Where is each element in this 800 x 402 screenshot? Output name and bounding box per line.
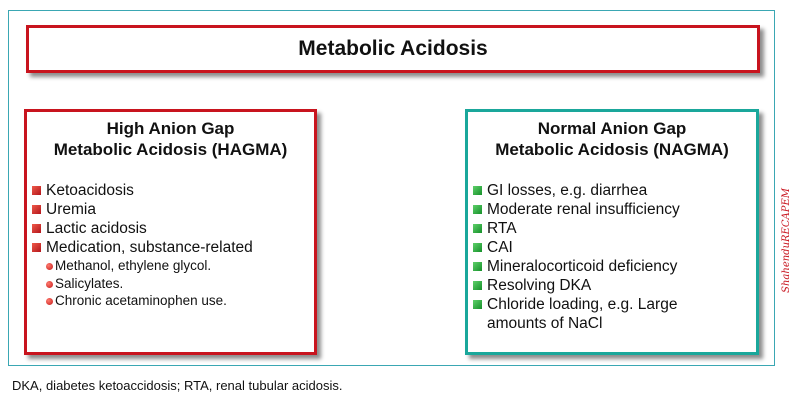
- list-item: Ketoacidosis: [32, 181, 253, 200]
- green-square-bullet-icon: [473, 281, 482, 290]
- red-dot-bullet-icon: [46, 263, 53, 270]
- hagma-sub-list: Methanol, ethylene glycol. Salicylates. …: [32, 257, 253, 310]
- nagma-list: GI losses, e.g. diarrhea Moderate renal …: [473, 181, 680, 333]
- list-item: Medication, substance-related: [32, 238, 253, 257]
- list-item-continuation: amounts of NaCl: [487, 315, 603, 332]
- list-item: Uremia: [32, 200, 253, 219]
- nagma-heading: Normal Anion Gap Metabolic Acidosis (NAG…: [468, 118, 756, 160]
- red-square-bullet-icon: [32, 243, 41, 252]
- list-item: Resolving DKA: [473, 276, 680, 295]
- nagma-heading-line2: Metabolic Acidosis (NAGMA): [495, 140, 729, 159]
- sub-list-item: Methanol, ethylene glycol.: [32, 257, 253, 275]
- sub-list-item: Salicylates.: [32, 275, 253, 293]
- red-square-bullet-icon: [32, 224, 41, 233]
- green-square-bullet-icon: [473, 300, 482, 309]
- sub-list-item: Chronic acetaminophen use.: [32, 292, 253, 310]
- green-square-bullet-icon: [473, 205, 482, 214]
- hagma-list: Ketoacidosis Uremia Lactic acidosis Medi…: [32, 181, 253, 310]
- title-box: Metabolic Acidosis: [26, 25, 760, 73]
- hagma-panel: High Anion Gap Metabolic Acidosis (HAGMA…: [24, 109, 317, 355]
- list-item: RTA: [473, 219, 680, 238]
- green-square-bullet-icon: [473, 224, 482, 233]
- hagma-heading: High Anion Gap Metabolic Acidosis (HAGMA…: [27, 118, 314, 160]
- watermark: ShahenduRECAPEM: [776, 120, 796, 360]
- red-square-bullet-icon: [32, 186, 41, 195]
- hagma-heading-line2: Metabolic Acidosis (HAGMA): [53, 140, 288, 159]
- outer-frame: [8, 10, 775, 366]
- red-dot-bullet-icon: [46, 280, 53, 288]
- list-item: CAI: [473, 238, 680, 257]
- watermark-text: ShahenduRECAPEM: [780, 187, 792, 293]
- list-item: Mineralocorticoid deficiency: [473, 257, 680, 276]
- green-square-bullet-icon: [473, 186, 482, 195]
- hagma-heading-line1: High Anion Gap: [106, 119, 235, 138]
- diagram-title: Metabolic Acidosis: [298, 37, 488, 60]
- nagma-panel: Normal Anion Gap Metabolic Acidosis (NAG…: [465, 109, 759, 355]
- green-square-bullet-icon: [473, 262, 482, 271]
- green-square-bullet-icon: [473, 243, 482, 252]
- sub-list-container: Methanol, ethylene glycol. Salicylates. …: [32, 257, 253, 310]
- list-item: Moderate renal insufficiency: [473, 200, 680, 219]
- red-square-bullet-icon: [32, 205, 41, 214]
- red-dot-bullet-icon: [46, 298, 53, 305]
- list-item: Chloride loading, e.g. Large: [473, 295, 680, 314]
- footnote: DKA, diabetes ketoaccidosis; RTA, renal …: [12, 378, 343, 393]
- nagma-heading-line1: Normal Anion Gap: [537, 119, 687, 138]
- list-item: Lactic acidosis: [32, 219, 253, 238]
- list-item: GI losses, e.g. diarrhea: [473, 181, 680, 200]
